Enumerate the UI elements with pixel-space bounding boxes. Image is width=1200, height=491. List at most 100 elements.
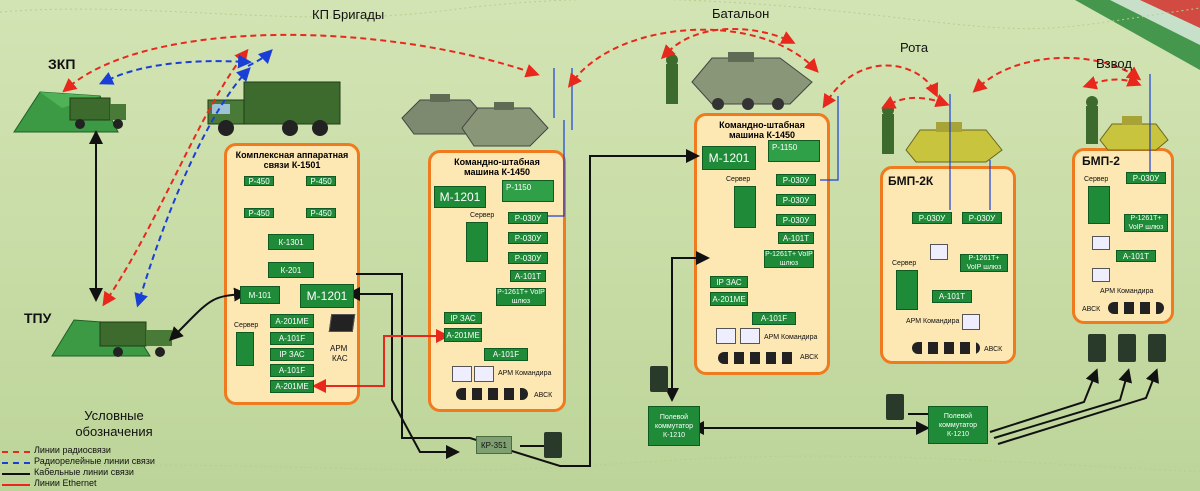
k1450b-ip-zas[interactable]: IP ЗАС <box>710 276 748 288</box>
k1450a-monitor-1-icon <box>452 366 472 382</box>
k1501-r450-3[interactable]: Р-450 <box>244 208 274 218</box>
k1501-ip-zas[interactable]: IP ЗАС <box>270 348 314 361</box>
legend-line-relay <box>2 462 30 464</box>
bmp2k-avsk-label: АВСК <box>984 346 1003 353</box>
bmp-rota-icon <box>905 122 1003 163</box>
switch-k1210-1[interactable]: Полевой коммутатор К-1210 <box>648 406 700 446</box>
k1450a-p1150[interactable]: Р-1150 <box>502 180 554 202</box>
k1450b-server-icon <box>734 186 756 228</box>
soldier-vzvod-icon <box>1086 96 1098 144</box>
k1450b-m1201[interactable]: М-1201 <box>702 146 756 170</box>
k1501-server-label: Сервер <box>234 322 259 329</box>
bmp2-r030u[interactable]: Р-030У <box>1126 172 1166 184</box>
label-vzvod: Взвод <box>1096 56 1132 71</box>
antenna-kp-icon <box>553 68 573 130</box>
k1450b-avsk-label: АВСК <box>800 354 819 361</box>
k1450b-a201me[interactable]: А-201МЕ <box>710 292 748 306</box>
k1450a-arm-label: АРМ Командира <box>498 370 552 377</box>
bmp2k-monitor-2-icon <box>962 314 980 330</box>
k1450b-r030u-2[interactable]: Р-030У <box>776 194 816 206</box>
bmp2k-r030u-1[interactable]: Р-030У <box>912 212 952 224</box>
bmp-vzvod-icon <box>1099 116 1169 151</box>
k1501-a201me-1[interactable]: А-201МЕ <box>270 314 314 328</box>
k1450b-r030u-1[interactable]: Р-030У <box>776 174 816 186</box>
bmp2-server-label: Сервер <box>1084 176 1109 183</box>
field-phone-bmp2-3-icon <box>1148 334 1166 362</box>
k1450b-arm-label: АРМ Командира <box>764 334 818 341</box>
bmp2-avsk-label: АВСК <box>1082 306 1101 313</box>
k1450a-a101f[interactable]: А-101F <box>484 348 528 361</box>
k1450a-m1201[interactable]: М-1201 <box>434 186 486 208</box>
bmp2k-r030u-2[interactable]: Р-030У <box>962 212 1002 224</box>
panel-k1501-title: Комплексная аппаратная связи К-1501 <box>235 150 349 170</box>
bmp2k-p1261[interactable]: Р-1261Т+ VoIP шлюз <box>960 254 1008 272</box>
k1450a-r030u-2[interactable]: Р-030У <box>508 232 548 244</box>
switch-k1210-2[interactable]: Полевой коммутатор К-1210 <box>928 406 988 444</box>
label-rota: Рота <box>900 40 929 55</box>
k1501-a201me-2[interactable]: А-201МЕ <box>270 380 314 393</box>
k1450b-a101t[interactable]: А-101Т <box>778 232 814 244</box>
soldier-rota-icon <box>882 104 894 154</box>
bmp2-monitor-1-icon <box>1092 236 1110 250</box>
label-bmp2: БМП-2 <box>1082 154 1120 168</box>
k1450b-r030u-3[interactable]: Р-030У <box>776 214 816 226</box>
k1450b-p1150[interactable]: Р-1150 <box>768 140 820 162</box>
k1501-r450-4[interactable]: Р-450 <box>306 208 336 218</box>
field-phone-kr351-icon <box>544 432 562 458</box>
k1450a-a101t[interactable]: А-101Т <box>510 270 546 282</box>
kr351-box[interactable]: КР-351 <box>476 436 512 454</box>
bmp2k-arm-label: АРМ Командира <box>906 318 960 325</box>
k1450a-headsets-icon <box>456 388 528 400</box>
label-tpu: ТПУ <box>24 310 52 326</box>
bmp2k-server-label: Сервер <box>892 260 917 267</box>
k1450a-ip-zas[interactable]: IP ЗАС <box>444 312 482 324</box>
legend-label-ethernet: Линии Ethernet <box>34 478 97 488</box>
k1450b-monitor-1-icon <box>716 328 736 344</box>
bmp2-arm-label: АРМ Командира <box>1100 288 1154 295</box>
legend-label-relay: Радиорелейные линии связи <box>34 456 155 466</box>
k1450a-r030u-1[interactable]: Р-030У <box>508 212 548 224</box>
k1450b-p1261[interactable]: Р-1261Т+ VoIP шлюз <box>764 250 814 268</box>
legend-title: Условные обозначения <box>75 408 153 439</box>
k1501-k201[interactable]: К-201 <box>268 262 314 278</box>
k1501-m1201[interactable]: М-1201 <box>300 284 354 308</box>
label-kp-brigady: КП Бригады <box>312 7 385 22</box>
k1450b-monitor-2-icon <box>740 328 760 344</box>
soldier-battalion-icon <box>666 54 678 104</box>
k1501-m101[interactable]: М-101 <box>240 286 280 304</box>
label-batalon: Батальон <box>712 6 770 21</box>
k1450a-monitor-2-icon <box>474 366 494 382</box>
bmp2k-monitor-1-icon <box>930 244 948 260</box>
k1450a-a201me[interactable]: А-201МЕ <box>444 328 482 342</box>
bmp2-headsets-icon <box>1108 302 1164 314</box>
k1501-kas-label: КАС <box>332 354 348 363</box>
panel-bmp2k <box>880 166 1016 364</box>
k1450b-headsets-icon <box>718 352 798 364</box>
legend-line-cable <box>2 473 30 475</box>
bmp2k-a101t[interactable]: А-101Т <box>932 290 972 303</box>
k1501-a101f-1[interactable]: А-101F <box>270 332 314 345</box>
btr-pair-icon <box>401 94 549 147</box>
k1501-laptop-icon <box>328 314 356 332</box>
bmp2-a101t[interactable]: А-101Т <box>1116 250 1156 262</box>
k1501-k1301[interactable]: К-1301 <box>268 234 314 250</box>
bmp2-server-icon <box>1088 186 1110 224</box>
k1450a-r030u-3[interactable]: Р-030У <box>508 252 548 264</box>
bmp2k-server-icon <box>896 270 918 310</box>
k1501-r450-1[interactable]: Р-450 <box>244 176 274 186</box>
label-bmp2k: БМП-2К <box>888 174 934 188</box>
k1450b-server-label: Сервер <box>726 176 751 183</box>
k1501-r450-2[interactable]: Р-450 <box>306 176 336 186</box>
k1450a-avsk-label: АВСК <box>534 392 553 399</box>
label-zkp: ЗКП <box>48 56 76 72</box>
k1450b-a101f[interactable]: А-101F <box>752 312 796 325</box>
k1501-server-icon <box>236 332 254 366</box>
k1501-a101f-2[interactable]: А-101F <box>270 364 314 377</box>
bmp2-p1261[interactable]: Р-1261Т+ VoIP шлюз <box>1124 214 1168 232</box>
field-phone-bmp2-1-icon <box>1088 334 1106 362</box>
legend-line-radio <box>2 451 30 453</box>
k1450a-p1261[interactable]: Р-1261Т+ VoIP шлюз <box>496 288 546 306</box>
